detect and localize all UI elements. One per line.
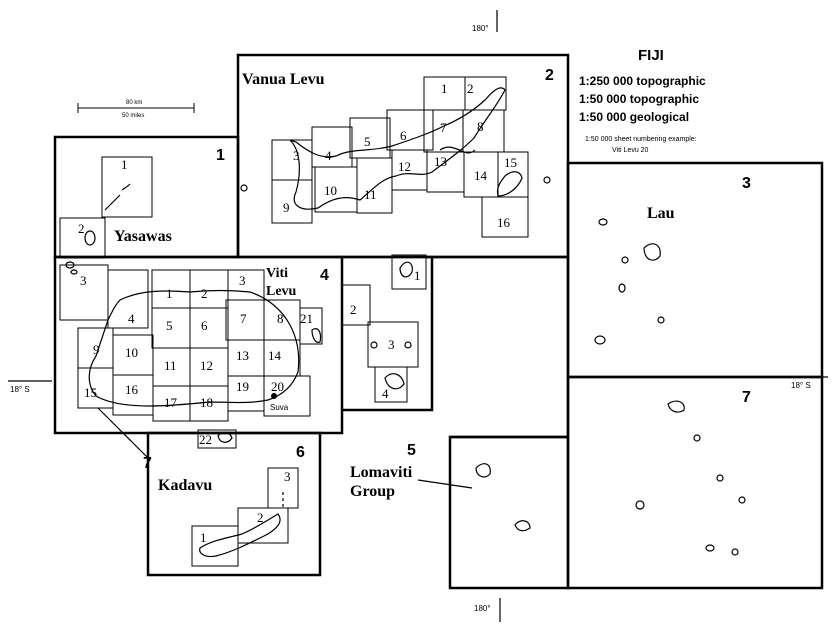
vanua-levu-sheet-4: 4 xyxy=(325,148,332,163)
lomaviti-sheet-2: 2 xyxy=(350,302,357,317)
viti-levu-island xyxy=(88,289,300,407)
vanua-levu-sheet-8: 8 xyxy=(477,119,484,134)
viti-levu-sheet-12: 12 xyxy=(200,358,213,373)
viti-levu-sheet-2: 2 xyxy=(201,286,208,301)
meridian-top-label: 180° xyxy=(472,24,489,33)
vanua-levu-sheet-2: 2 xyxy=(467,81,474,96)
parallel-left-label: 18° S xyxy=(10,385,30,394)
region-6-number: 6 xyxy=(296,444,305,461)
lomaviti-sheet-numbers: 1 2 3 4 xyxy=(350,268,421,401)
viti-levu-sheet-numbers: 1 2 3 4 5 6 7 8 9 10 11 12 13 14 15 16 1… xyxy=(84,273,313,447)
viti-levu-sheet-11: 11 xyxy=(164,358,177,373)
viti-levu-sheet-21: 21 xyxy=(300,311,313,326)
vanua-levu-sheet-11: 11 xyxy=(364,187,377,202)
kadavu-sheet-3: 3 xyxy=(284,469,291,484)
region-3-number: 3 xyxy=(742,175,751,192)
region-1-name: Yasawas xyxy=(114,228,172,245)
yasawas-sheet-2: 2 xyxy=(78,221,85,236)
pointer-lines xyxy=(97,380,473,510)
viti-levu-sheet-19: 19 xyxy=(236,379,249,394)
vanua-levu-sheet-16: 16 xyxy=(497,215,511,230)
scale-bar xyxy=(77,103,195,113)
region-6-name: Kadavu xyxy=(158,477,212,494)
map-title: FIJI xyxy=(638,47,664,64)
viti-levu-sheet-9: 9 xyxy=(93,342,100,357)
viti-levu-sheet-15: 15 xyxy=(84,385,97,400)
parallel-right-label: 18° S xyxy=(791,381,811,390)
region-4-name-line-1: Viti xyxy=(266,266,288,281)
yasawas-sheet-1: 1 xyxy=(121,157,128,172)
viti-levu-sheet-6: 6 xyxy=(201,318,208,333)
region-7-pointer-number: 7 xyxy=(143,455,152,472)
viti-levu-sheet-1: 1 xyxy=(166,286,173,301)
meridian-bottom-label: 180° xyxy=(474,604,491,613)
region-5-name-line-1: Lomaviti xyxy=(350,464,413,481)
region-5-frame-top xyxy=(342,255,570,377)
suva-marker xyxy=(271,393,277,399)
yasawas-sheet-numbers: 1 2 3 xyxy=(78,157,128,288)
viti-levu-sheet-3: 3 xyxy=(239,273,246,288)
scale-miles-label: 50 miles xyxy=(122,113,144,119)
region-5-name-line-2: Group xyxy=(350,483,395,500)
vanua-levu-sheet-9: 9 xyxy=(283,200,290,215)
yasawas-sheet-3: 3 xyxy=(80,273,87,288)
legend-line-2: 1:50 000 topographic xyxy=(579,92,699,106)
vanua-levu-sheet-5: 5 xyxy=(364,134,371,149)
place-suva: Suva xyxy=(270,403,289,412)
vanua-levu-sheet-15: 15 xyxy=(504,155,517,170)
legend-line-3: 1:50 000 geological xyxy=(579,110,689,124)
region-4-name-line-2: Levu xyxy=(266,284,297,299)
region-7-number: 7 xyxy=(742,389,751,406)
region-1-number: 1 xyxy=(216,147,225,164)
region-3-frame xyxy=(566,161,824,379)
viti-levu-sheet-10: 10 xyxy=(125,345,138,360)
sheet-grid xyxy=(59,76,529,567)
taveuni-island xyxy=(496,171,523,197)
lomaviti-sheet-4: 4 xyxy=(382,386,389,401)
kadavu-sheet-numbers: 1 2 3 xyxy=(200,469,291,545)
kadavu-sheet-1: 1 xyxy=(200,530,207,545)
region-2-name: Vanua Levu xyxy=(242,71,325,88)
vanua-levu-sheet-10: 10 xyxy=(324,183,337,198)
region-5-frame-bottom xyxy=(448,435,570,590)
region-4-number: 4 xyxy=(320,267,329,284)
viti-levu-sheet-4: 4 xyxy=(128,311,135,326)
vanua-levu-sheet-13: 13 xyxy=(434,154,447,169)
vanua-levu-sheet-1: 1 xyxy=(441,81,448,96)
vanua-levu-island xyxy=(289,87,506,210)
vanua-levu-sheet-3: 3 xyxy=(293,148,300,163)
viti-levu-sheet-20: 20 xyxy=(271,379,284,394)
viti-levu-sheet-18: 18 xyxy=(200,395,213,410)
viti-levu-sheet-7: 7 xyxy=(240,311,247,326)
region-6-frame xyxy=(146,431,322,577)
vanua-levu-sheet-14: 14 xyxy=(474,168,488,183)
vanua-levu-sheet-12: 12 xyxy=(398,159,411,174)
legend-example-line-2: Viti Levu 20 xyxy=(612,147,649,154)
region-2-number: 2 xyxy=(545,67,554,84)
lomaviti-sheet-1: 1 xyxy=(414,268,421,283)
viti-levu-sheet-14: 14 xyxy=(268,348,282,363)
viti-levu-sheet-5: 5 xyxy=(166,318,173,333)
island-outlines xyxy=(65,87,746,558)
kadavu-island xyxy=(199,513,281,558)
scale-km-label: 80 km xyxy=(126,100,142,106)
lomaviti-sheet-3: 3 xyxy=(388,337,395,352)
vanua-levu-sheet-6: 6 xyxy=(400,128,407,143)
region-3-name: Lau xyxy=(647,205,675,222)
viti-levu-sheet-16: 16 xyxy=(125,382,139,397)
vanua-levu-sheet-numbers: 1 2 3 4 5 6 7 8 9 10 11 12 13 14 15 16 xyxy=(283,81,517,230)
kadavu-sheet-2: 2 xyxy=(257,510,264,525)
region-7-frame xyxy=(566,375,824,590)
viti-levu-sheet-8: 8 xyxy=(277,311,284,326)
region-5-number: 5 xyxy=(407,442,416,459)
legend-example-line-1: 1:50 000 sheet numbering example: xyxy=(585,136,697,143)
viti-levu-sheet-22: 22 xyxy=(199,432,212,447)
viti-levu-sheet-13: 13 xyxy=(236,348,249,363)
viti-levu-sheet-17: 17 xyxy=(164,395,178,410)
vanua-levu-sheet-7: 7 xyxy=(440,120,447,135)
legend-line-1: 1:250 000 topographic xyxy=(579,74,706,88)
